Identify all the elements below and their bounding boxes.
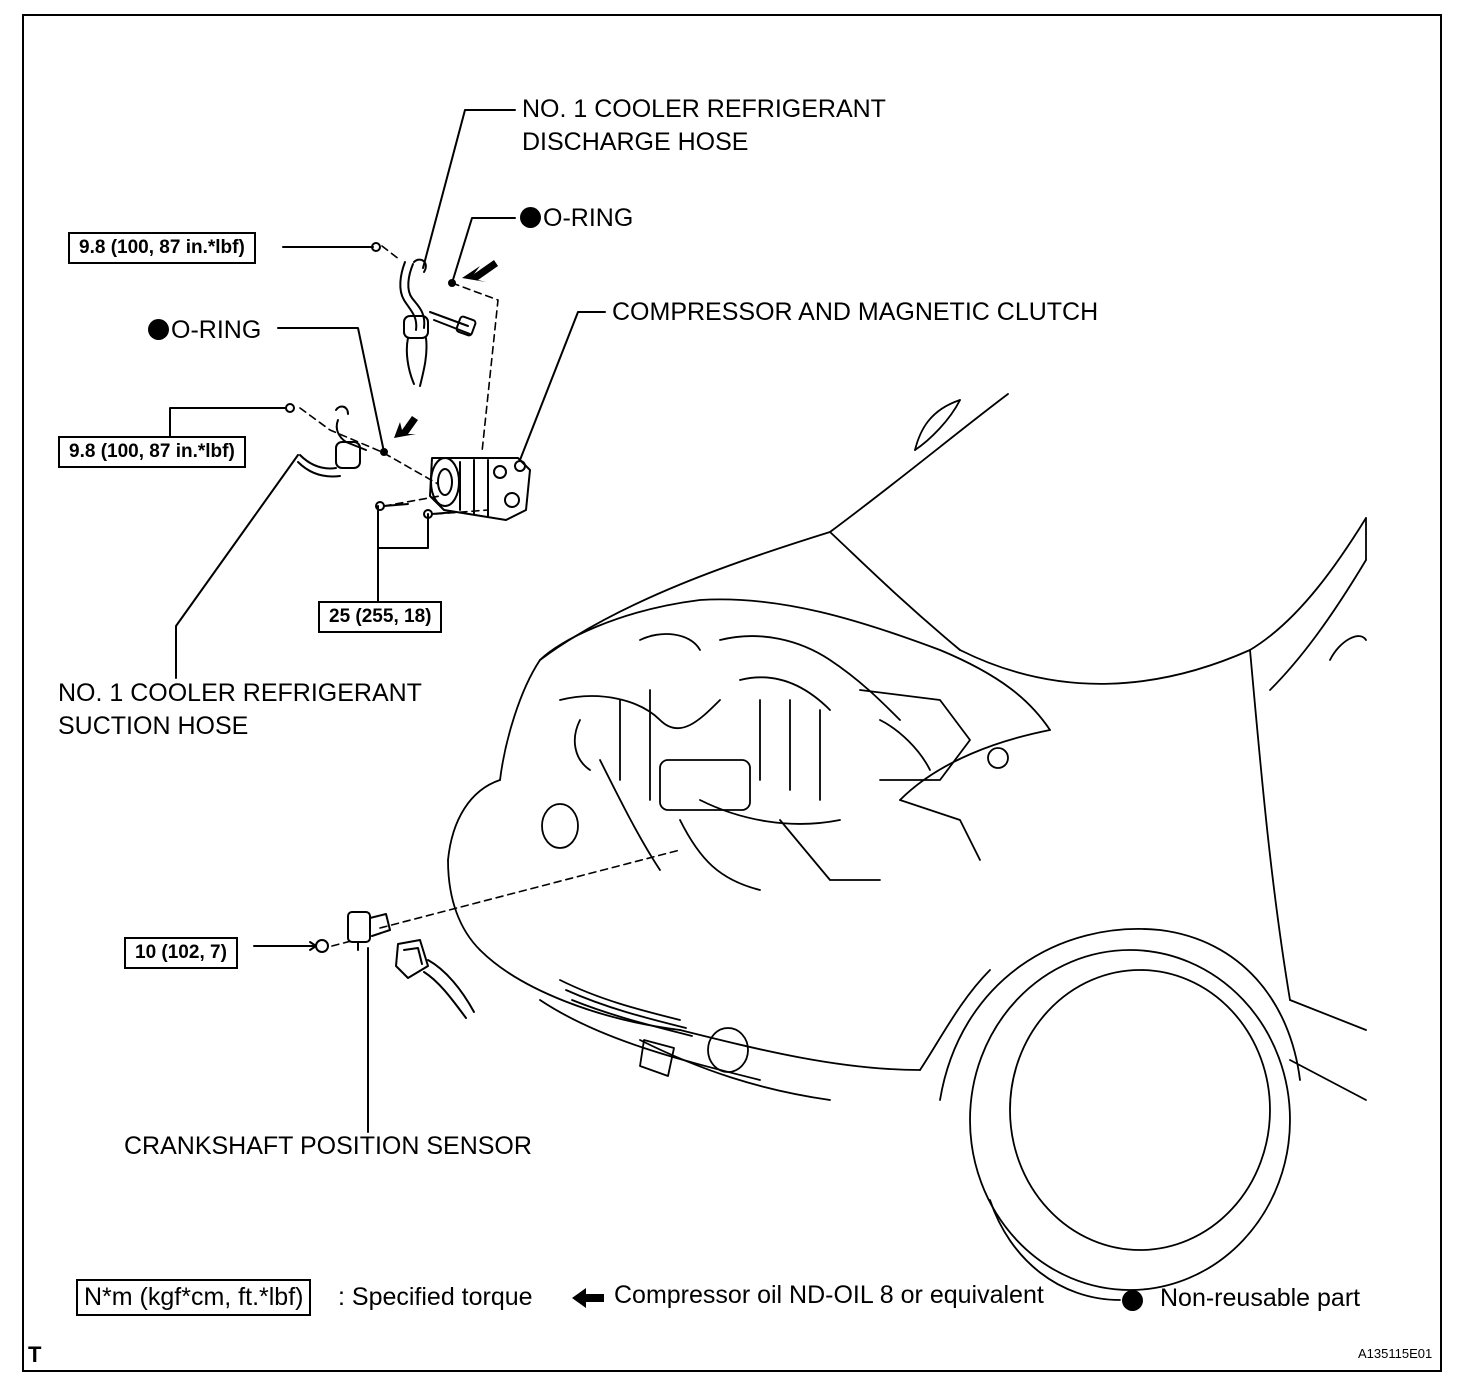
oring-upper-label: O-RING (520, 202, 633, 235)
diagram-frame (22, 14, 1442, 1372)
discharge-hose-label-line2: DISCHARGE HOSE (522, 128, 749, 156)
torque-compressor-bolts: 25 (255, 18) (318, 601, 443, 633)
oring-left-text: O-RING (171, 316, 262, 344)
legend-torque-units: N*m (kgf*cm, ft.*lbf) (76, 1279, 312, 1316)
oil-arrow-icons (394, 260, 498, 438)
non-reusable-dot-icon (1122, 1290, 1143, 1311)
legend-torque-text: : Specified torque (338, 1283, 533, 1311)
oil-arrow-icon (572, 1288, 604, 1308)
non-reusable-dot-icon (148, 319, 169, 340)
suction-hose-label: NO. 1 COOLER REFRIGERANT SUCTION HOSE (58, 677, 422, 743)
figure-id: A135115E01 (1358, 1346, 1433, 1361)
torque-sensor-bolt: 10 (102, 7) (124, 937, 238, 969)
oring-left-label: O-RING (148, 314, 261, 347)
torque-discharge-bolt: 9.8 (100, 87 in.*lbf) (68, 232, 256, 264)
legend-oil-text: Compressor oil ND-OIL 8 or equivalent (614, 1281, 1044, 1309)
non-reusable-dot-icon (520, 207, 541, 228)
suction-hose-label-line2: SUCTION HOSE (58, 712, 249, 740)
vehicle-body (447, 393, 1367, 1301)
corner-mark: T (28, 1342, 42, 1367)
suction-hose-label-line1: NO. 1 COOLER REFRIGERANT (58, 679, 422, 707)
leader-lines (169, 109, 606, 1133)
crankshaft-sensor-part (309, 911, 475, 1019)
discharge-hose-label-line1: NO. 1 COOLER REFRIGERANT (522, 95, 886, 123)
compressor-part (375, 457, 531, 521)
torque-suction-bolt: 9.8 (100, 87 in.*lbf) (58, 436, 246, 468)
oring-upper-text: O-RING (543, 204, 634, 232)
discharge-hose-label: NO. 1 COOLER REFRIGERANT DISCHARGE HOSE (522, 93, 886, 159)
discharge-hose-part (371, 242, 477, 387)
assembly-dashed-lines (299, 245, 681, 947)
legend-nonreusable-text: Non-reusable part (1160, 1284, 1361, 1312)
compressor-label: COMPRESSOR AND MAGNETIC CLUTCH (612, 298, 1099, 326)
suction-hose-part (285, 403, 388, 478)
crankshaft-sensor-label: CRANKSHAFT POSITION SENSOR (124, 1132, 532, 1160)
